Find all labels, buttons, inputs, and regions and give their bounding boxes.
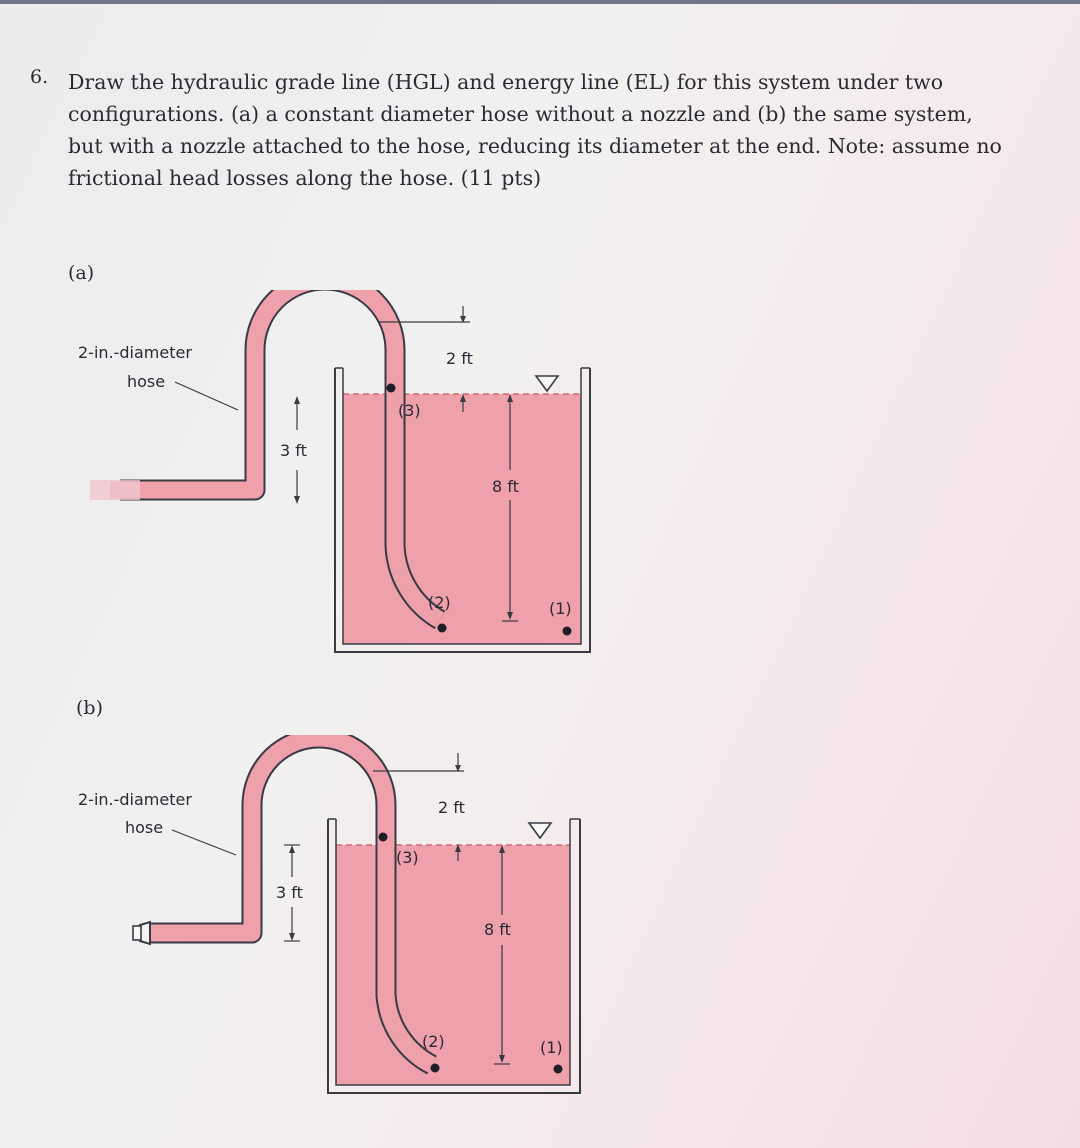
point-1-label: (1) [549, 599, 572, 618]
tank-wall [327, 819, 581, 1094]
part-b-label: (b) [76, 697, 103, 719]
dim-8ft: 8 ft [492, 477, 519, 496]
hose-fill [150, 735, 437, 1073]
point-1-marker [553, 1064, 563, 1074]
dim-3ft: 3 ft [276, 883, 303, 902]
tank-wall-inner [335, 819, 571, 1086]
hose-leader-line [171, 829, 237, 856]
point-1-marker [562, 626, 572, 636]
siphon-figure-a: 2-in.-diameter hose 3 ft 2 ft 8 ft (3) (… [78, 290, 591, 653]
screen-top-edge [0, 0, 1080, 4]
question-line: Draw the hydraulic grade line (HGL) and … [68, 70, 944, 94]
dim-3ft: 3 ft [280, 441, 307, 460]
point-3-marker [378, 832, 388, 842]
tank-wall-inner [342, 368, 582, 645]
tank-water [336, 845, 570, 1085]
dim-2ft: 2 ft [438, 798, 465, 817]
point-3-label: (3) [398, 401, 421, 420]
point-3-marker [386, 383, 396, 393]
question-line: configurations. (a) a constant diameter … [68, 102, 973, 126]
point-3-label: (3) [396, 848, 419, 867]
point-2-marker [430, 1063, 440, 1073]
hose-label-line2: hose [127, 372, 165, 391]
point-2-label: (2) [422, 1032, 445, 1051]
free-surface-symbol [527, 822, 553, 840]
question-line: frictional head losses along the hose. (… [68, 166, 542, 190]
tank-water [343, 394, 581, 644]
point-2-label: (2) [428, 593, 451, 612]
siphon-figure-b: 2-in.-diameter hose 3 ft 2 ft 8 ft (3) (… [78, 735, 581, 1094]
free-surface-symbol [534, 375, 560, 393]
tank-wall [334, 368, 591, 653]
dim-8ft: 8 ft [484, 920, 511, 939]
hose-label-line1: 2-in.-diameter [78, 343, 192, 362]
hose-fill [110, 290, 445, 628]
dim-2ft: 2 ft [446, 349, 473, 368]
point-1-label: (1) [540, 1038, 563, 1057]
hose-leader-line [174, 381, 239, 411]
point-2-marker [437, 623, 447, 633]
question-line: but with a nozzle attached to the hose, … [68, 134, 1002, 158]
hose-label-line1: 2-in.-diameter [78, 790, 192, 809]
hose-label-line2: hose [125, 818, 163, 837]
question-number: 6. [30, 66, 49, 88]
part-a-label: (a) [68, 262, 95, 284]
nozzle [139, 920, 151, 946]
question-text: Draw the hydraulic grade line (HGL) and … [68, 66, 1018, 194]
